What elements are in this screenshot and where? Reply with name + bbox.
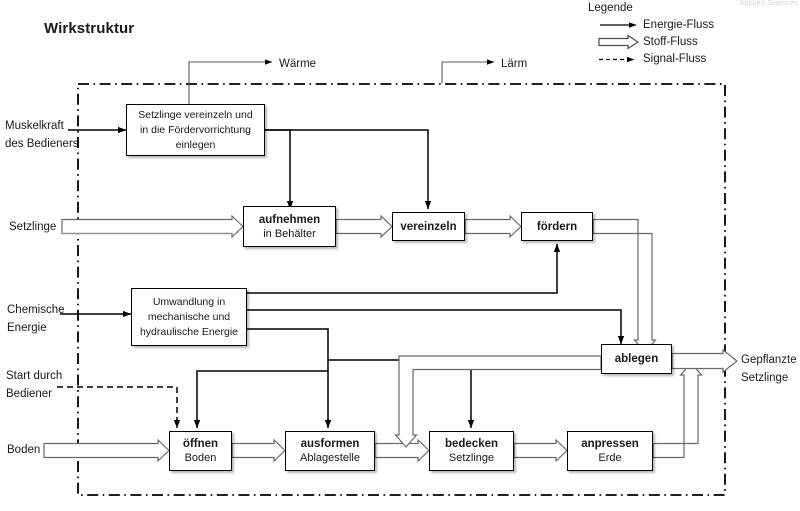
block-bedecken[interactable]: bedecken Setzlinge [429, 431, 514, 471]
block-anpressen[interactable]: anpressen Erde [567, 431, 653, 471]
page-title: Wirkstruktur [44, 20, 135, 37]
flow-bedecken-to-anpressen [513, 438, 568, 463]
input-label-chemische-line2: Energie [7, 322, 47, 334]
legend-label-signal: Signal-Fluss [643, 53, 707, 65]
output-label-gepflanzte-line1: Gepflanzte [741, 354, 797, 366]
flow-ausformen-to-bedecken [374, 438, 430, 463]
output-label-waerme: Wärme [279, 58, 317, 70]
block-foerdern-title: fördern [536, 220, 578, 233]
input-label-chemische-line1: Chemische [7, 304, 65, 316]
block-foerdern[interactable]: fördern [521, 212, 593, 241]
flow-umwandlung-to-ausformen [247, 328, 332, 429]
block-einlegen[interactable]: Setzlinge vereinzeln und in die Fördervo… [126, 104, 265, 156]
flow-boden-to-oeffnen [43, 438, 170, 463]
input-label-setzlinge: Setzlinge [9, 221, 57, 233]
flow-vereinzeln-to-foerdern [464, 214, 522, 239]
flow-einlegen-to-vereinzeln [265, 129, 432, 210]
flow-anpressen-to-ablegen [652, 362, 703, 459]
flow-foerdern-to-ablegen [592, 218, 657, 353]
block-bedecken-title: bedecken [444, 438, 499, 450]
watermark: Applied Sciences [739, 0, 798, 7]
flow-aufnehmen-to-vereinzeln [335, 214, 393, 239]
block-anpressen-sub: Erde [598, 452, 622, 464]
block-vereinzeln-title: vereinzeln [400, 220, 457, 233]
block-ablegen[interactable]: ablegen [601, 344, 672, 374]
block-aufnehmen-sub: in Behälter [263, 227, 316, 240]
block-umwandlung[interactable]: Umwandlung in mechanische und hydraulisc… [131, 288, 247, 346]
block-aufnehmen-title: aufnehmen [258, 213, 321, 226]
legend-title: Legende [588, 2, 633, 14]
block-ablegen-title: ablegen [614, 353, 659, 365]
flow-waerme-out [188, 59, 273, 113]
flow-setzlinge-to-aufnehmen [61, 214, 244, 239]
block-ausformen-title: ausformen [300, 438, 360, 450]
legend-glyph-stoff-icon [598, 34, 640, 50]
input-label-boden: Boden [7, 444, 41, 456]
flow-laerm-out [441, 59, 495, 83]
input-label-muskelkraft-line1: Muskelkraft [5, 120, 64, 132]
block-ausformen-sub: Ablagestelle [300, 452, 360, 464]
legend-label-stoff: Stoff-Fluss [643, 36, 698, 48]
flow-ablegen-to-bedecken [394, 355, 602, 448]
output-label-laerm: Lärm [501, 58, 528, 70]
input-label-muskelkraft-line2: des Bedieners [5, 138, 79, 150]
block-einlegen-label: Setzlinge vereinzeln und in die Fördervo… [138, 108, 253, 151]
block-oeffnen[interactable]: öffnen Boden [169, 431, 232, 471]
flow-start-to-oeffnen [57, 386, 181, 429]
block-oeffnen-title: öffnen [182, 438, 219, 450]
input-label-start-line1: Start durch [6, 370, 63, 382]
flow-umwandlung-to-foerdern [247, 243, 561, 294]
legend-label-energie: Energie-Fluss [643, 19, 714, 31]
block-bedecken-sub: Setzlinge [448, 452, 495, 464]
flow-ablegen-to-gepflanzte [671, 348, 738, 374]
flow-umwandlung-to-oeffnen [193, 370, 328, 429]
flow-einlegen-to-aufnehmen [265, 129, 294, 210]
system-boundary [77, 83, 726, 496]
block-umwandlung-label: Umwandlung in mechanische und hydraulisc… [139, 295, 239, 338]
flow-umwandlung-to-ablegen [247, 309, 625, 345]
output-label-gepflanzte-line2: Setzlinge [741, 372, 789, 384]
block-vereinzeln[interactable]: vereinzeln [392, 212, 465, 241]
block-oeffnen-sub: Boden [184, 452, 217, 464]
input-label-start-line2: Bediener [6, 388, 53, 400]
block-aufnehmen[interactable]: aufnehmen in Behälter [243, 206, 336, 247]
block-anpressen-title: anpressen [581, 438, 639, 450]
block-ausformen[interactable]: ausformen Ablagestelle [285, 431, 375, 471]
flow-oeffnen-to-ausformen [231, 438, 286, 463]
